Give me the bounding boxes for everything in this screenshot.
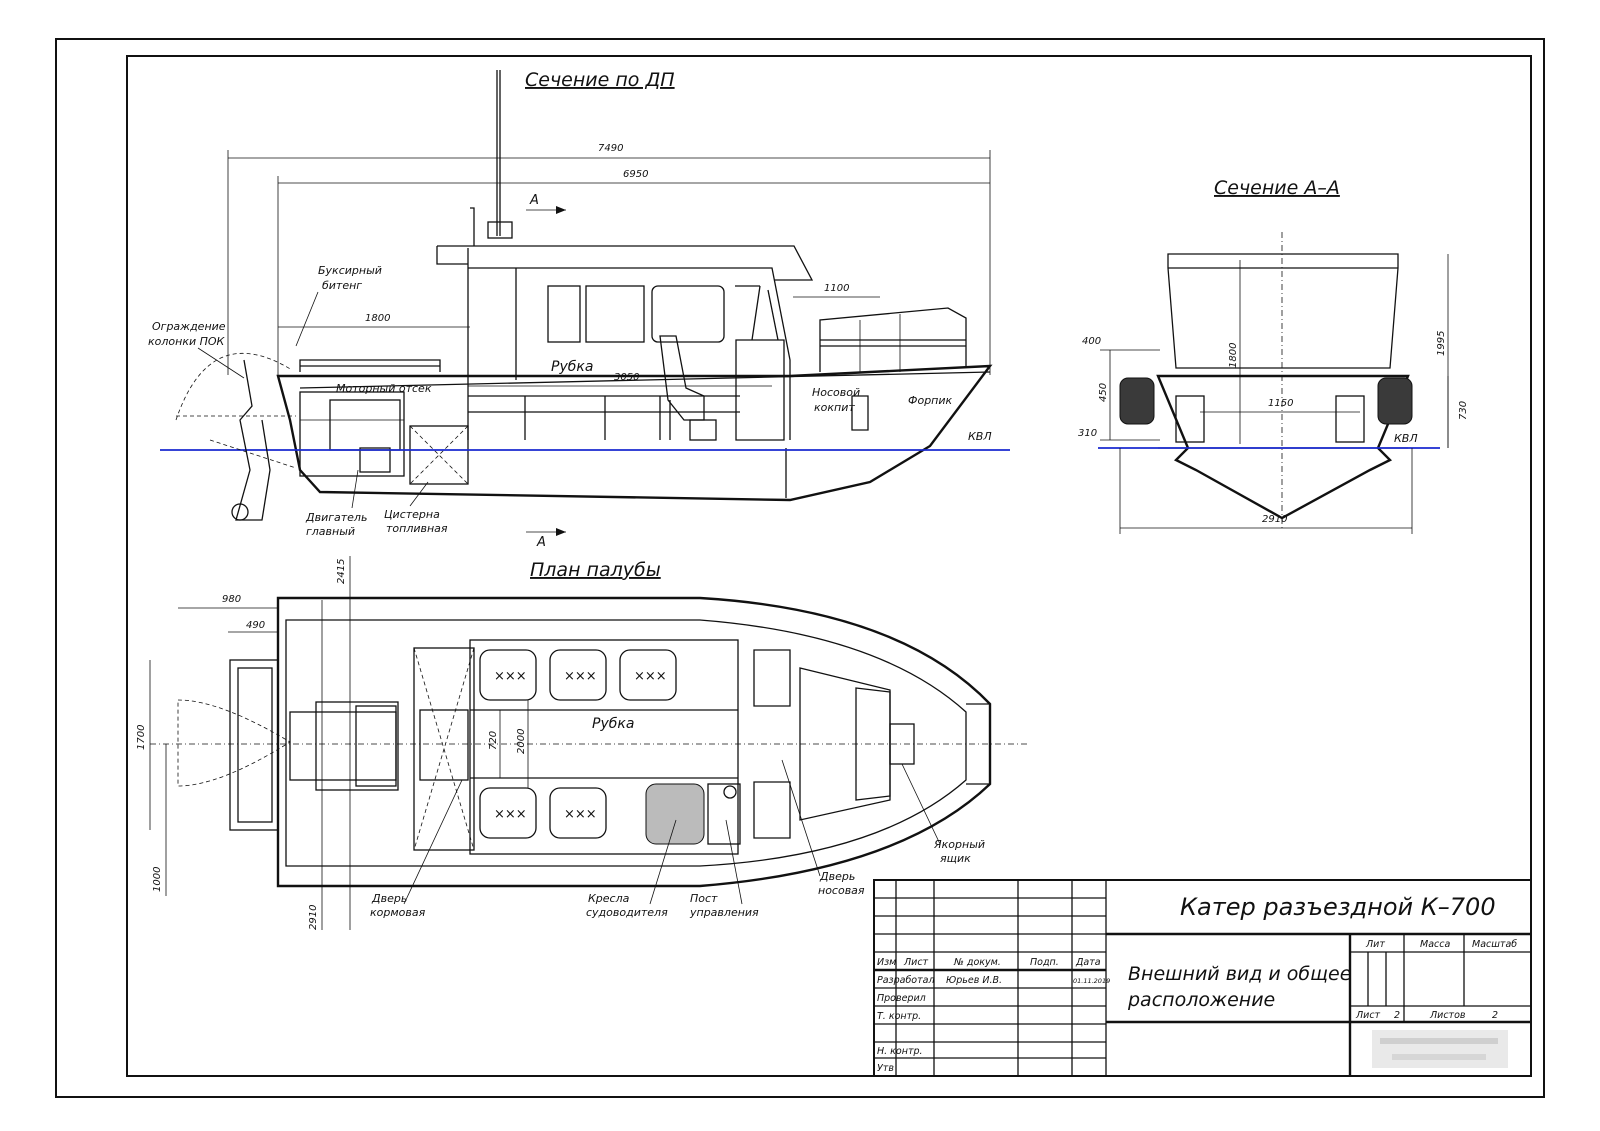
aft-door-label-2: кормовая [370,906,426,919]
side-view: Сечение по ДП 7490 6950 Рубка 3050 [148,69,1010,550]
deck-dim-490: 490 [246,620,265,631]
engine-room-label: Моторный отсек [336,382,432,395]
bow-door-label-2: носовая [818,884,865,897]
svg-text:×××: ××× [564,669,597,684]
section-mark-top: А [529,193,539,208]
deck-plan-title: План палубы [530,559,661,581]
tb-header-doc: № докум. [953,957,1001,968]
tb-header-sign: Подп. [1030,957,1059,968]
tb-sheets-total: 2 [1492,1010,1498,1021]
svg-text:×××: ××× [494,669,527,684]
deck-dim-1700: 1700 [136,725,147,750]
svg-text:×××: ××× [634,669,667,684]
bitt-label-1: Буксирный [318,264,382,277]
aa-dim-450: 450 [1098,383,1109,402]
tb-developer-name: Юрьев И.В. [946,975,1002,986]
dim-3050: 3050 [614,372,639,383]
dim-overall-length: 7490 [598,143,623,154]
title-block: Изм Лист № докум. Подп. Дата Разработал … [873,879,1532,1077]
deck-dim-2000: 2000 [516,729,527,754]
tb-mass: Масса [1420,939,1450,950]
tb-sheet-no: 2 [1394,1010,1400,1021]
deck-dim-1000: 1000 [152,867,163,892]
fuel-tank-label-1: Цистерна [384,508,440,521]
fuel-tank-label-2: топливная [386,522,448,535]
aa-dim-1800: 1800 [1228,343,1239,368]
tb-product-name: Катер разъездной К–700 [1180,893,1496,921]
aft-door-label-1: Дверь [371,892,407,905]
tb-header-list: Лист [903,957,929,968]
wheelhouse-label: Рубка [551,359,593,375]
tb-row-approved: Утв [877,1063,894,1074]
deck-dim-2415: 2415 [336,559,347,584]
tb-row-developed: Разработал [877,975,935,986]
svg-text:×××: ××× [564,807,597,822]
deck-dim-720: 720 [488,731,499,750]
svg-text:×××: ××× [494,807,527,822]
tb-sheet-label: Лист [1355,1010,1381,1021]
tb-lit: Лит [1365,939,1385,950]
section-aa-title: Сечение А–А [1214,177,1340,199]
guard-label-1: Ограждение [152,320,226,333]
tb-header-date: Дата [1075,957,1101,968]
aa-dim-2910: 2910 [1262,514,1287,525]
waterline-label: КВЛ [968,430,992,443]
tb-row-n-control: Н. контр. [877,1046,923,1057]
main-engine-label-2: главный [306,525,355,538]
bitt-label-2: битенг [322,279,362,292]
forepeak-label: Форпик [908,394,953,407]
guard-label-2: колонки ПОК [148,335,226,348]
tb-header-izm: Изм [877,957,896,968]
tb-subtitle-2: расположение [1127,989,1275,1011]
section-aa-view: Сечение А–А КВЛ 1800 1995 730 1150 2910 [1078,177,1469,534]
outer-frame [55,38,1545,1098]
deck-plan-view: План палубы Рубка ××× ××× ××× × [136,556,1030,930]
dim-1800: 1800 [365,313,390,324]
helm-label-2: управления [689,906,759,919]
blurred-organization [1372,1030,1508,1068]
bow-door-label-1: Дверь [819,870,855,883]
anchor-box-label-1: Якорный [933,838,985,851]
seats-label-1: Кресла [588,892,630,905]
tb-row-t-control: Т. контр. [877,1011,921,1022]
tb-sheets-label: Листов [1429,1010,1466,1021]
aa-dim-400: 400 [1082,336,1101,347]
anchor-box-label-2: ящик [940,852,971,865]
bow-cockpit-label-2: кокпит [814,401,855,414]
dim-hull-length: 6950 [623,169,648,180]
dim-1100: 1100 [824,283,849,294]
aa-dim-310: 310 [1078,428,1097,439]
bow-cockpit-label-1: Носовой [812,386,860,399]
side-view-title: Сечение по ДП [525,69,675,91]
section-aa-waterline-label: КВЛ [1394,432,1418,445]
helm-label-1: Пост [690,892,718,905]
tb-subtitle-1: Внешний вид и общее [1128,963,1351,985]
tb-row-checked: Проверил [877,993,926,1004]
aa-dim-1150: 1150 [1268,398,1293,409]
aa-dim-1995: 1995 [1436,331,1447,356]
deck-wheelhouse-label: Рубка [592,716,634,732]
section-mark-bottom: А [536,535,546,550]
deck-dim-980: 980 [222,594,241,605]
seats-label-2: судоводителя [586,906,668,919]
tb-scale: Масштаб [1472,939,1517,950]
tb-developed-date: 01.11.2019 [1073,977,1110,985]
inner-frame [126,55,1532,1077]
main-engine-label-1: Двигатель [305,511,367,524]
deck-dim-2910: 2910 [308,905,319,930]
aa-dim-730: 730 [1458,401,1469,420]
